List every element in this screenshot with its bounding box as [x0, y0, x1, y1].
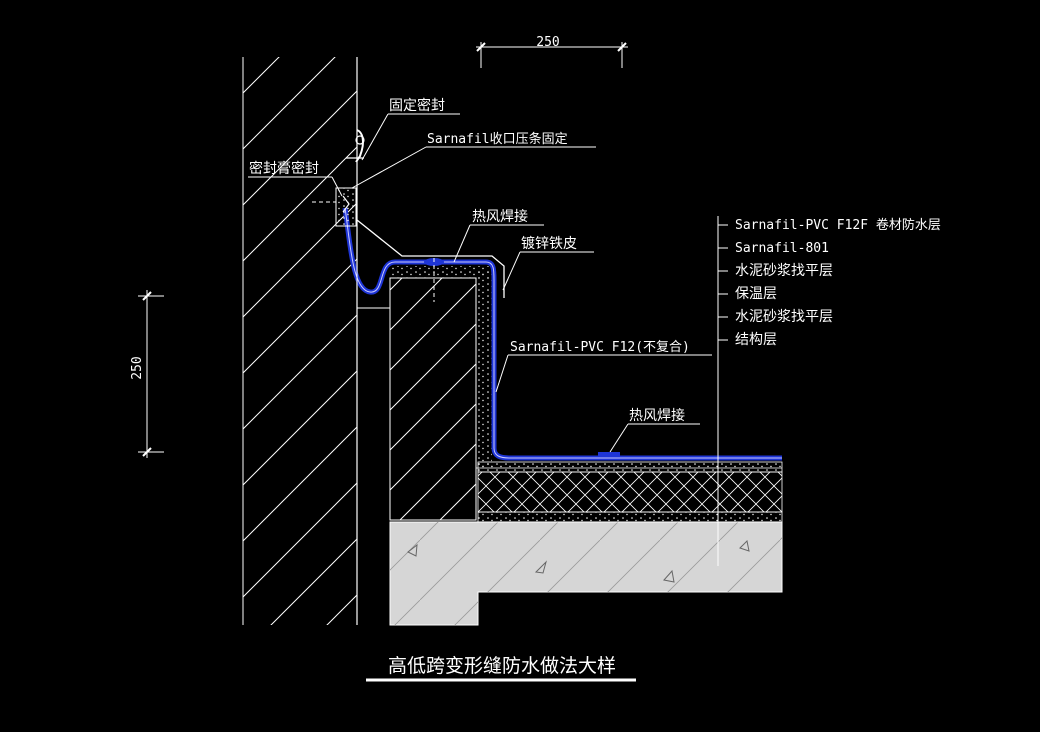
parapet-cap-screed: [390, 266, 490, 278]
layer-item: 水泥砂浆找平层: [735, 309, 833, 325]
insulation-layer: [477, 471, 783, 513]
layer-legend: Sarnafil-PVC F12F 卷材防水层 Sarnafil-801 水泥砂…: [735, 217, 941, 348]
termination-detail: [312, 129, 390, 309]
low-wall: [389, 277, 477, 521]
structural-slab: [389, 521, 783, 626]
label-hot-air-weld-top: 热风焊接: [472, 208, 528, 225]
layer-item: Sarnafil-PVC F12F 卷材防水层: [735, 217, 941, 233]
label-pvc-f12: Sarnafil-PVC F12(不复合): [510, 340, 690, 355]
drawing-title: 高低跨变形缝防水做法大样: [388, 655, 616, 677]
leader-lines: [248, 113, 728, 566]
layer-item: 水泥砂浆找平层: [735, 263, 833, 279]
label-fixed-seal: 固定密封: [389, 97, 445, 114]
label-sealant: 密封膏密封: [249, 160, 319, 177]
label-sarnafil-strip: Sarnafil收口压条固定: [427, 131, 568, 147]
left-dimension: [138, 290, 164, 458]
parapet-screed: [476, 272, 492, 468]
layer-item: Sarnafil-801: [735, 241, 829, 256]
top-dimension-value: 250: [536, 35, 559, 50]
label-galvanized-sheet: 镀锌铁皮: [521, 235, 577, 252]
left-dimension-value: 250: [130, 356, 145, 379]
top-dimension: [476, 42, 628, 68]
screed-lower: [477, 511, 783, 523]
layer-item: 保温层: [735, 286, 777, 302]
layer-item: 结构层: [735, 332, 777, 348]
high-wall: [242, 57, 358, 625]
galvanized-flashing: [356, 219, 505, 298]
screed-upper: [477, 461, 783, 473]
label-hot-air-weld-bottom: 热风焊接: [629, 407, 685, 424]
